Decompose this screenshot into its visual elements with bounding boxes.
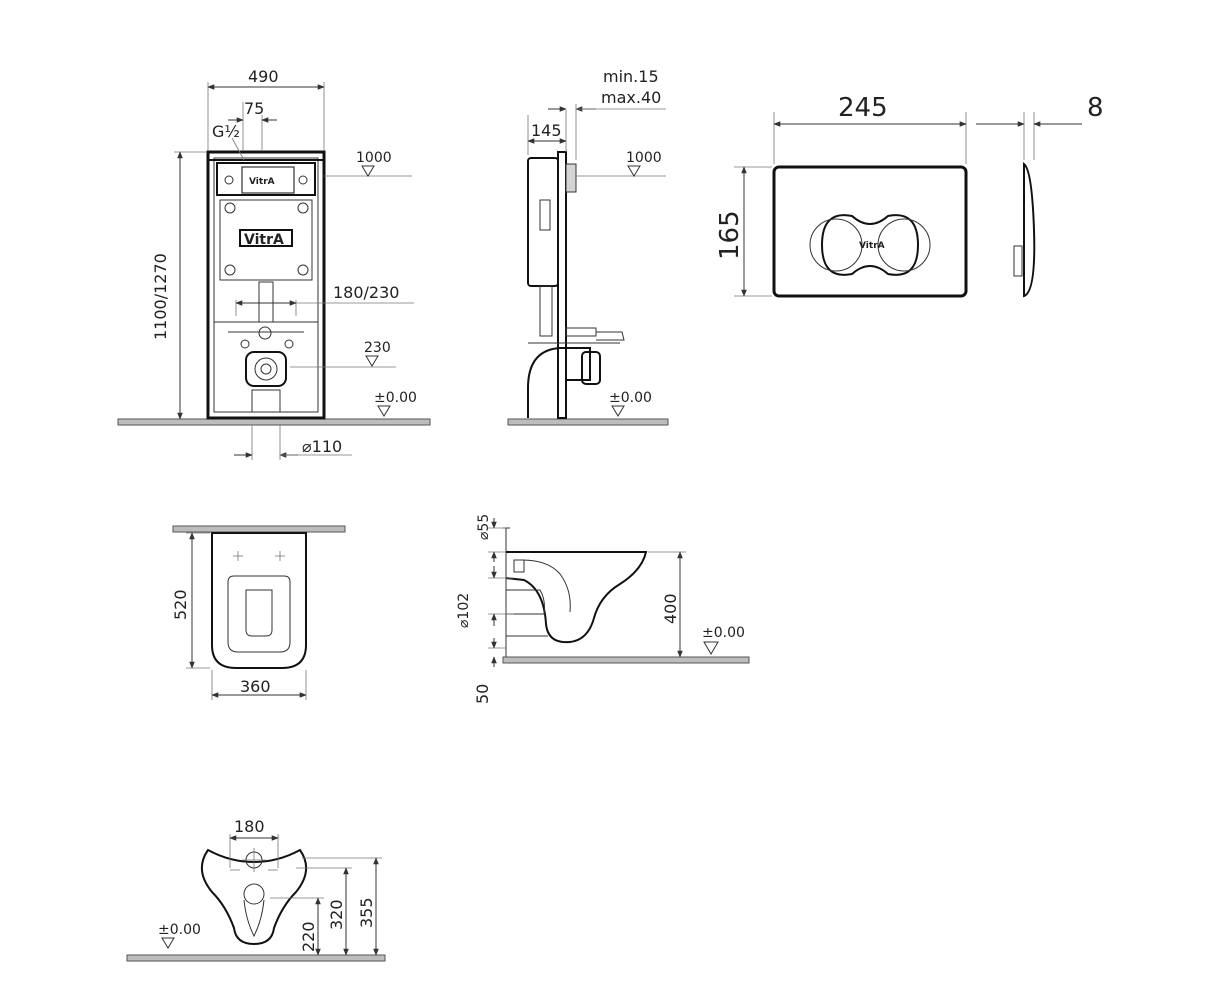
floor-line-front: [126, 954, 386, 962]
floor-line-side: [507, 418, 669, 426]
frame-outline: [206, 150, 326, 420]
floor-line: [117, 418, 431, 426]
dim-bowl-length: 520: [171, 589, 190, 620]
flush-plate-brand: VitrA: [859, 241, 885, 251]
dim-fixing-width: 180: [234, 817, 265, 836]
dim-plate-width: 245: [838, 93, 888, 123]
frame-side-view: 145 min.15 max.40 1000 ±0.00: [507, 67, 669, 426]
dim-height-320: 320: [327, 899, 346, 930]
bowl-side-view: ⌀55 ⌀102 400 50 ±0.00: [456, 514, 750, 704]
level-front: ±0.00: [374, 390, 417, 406]
dim-inlet-height-side: 1000: [626, 150, 662, 166]
bowl-side-outline: [505, 551, 648, 644]
frame-front-view: VitrA VitrA 490 75 G½: [117, 67, 431, 460]
wall-line-top: [172, 525, 346, 533]
label-thread: G½: [212, 122, 240, 141]
frame-brand-small: VitrA: [249, 177, 275, 187]
dim-floor-offset: 50: [473, 684, 492, 704]
bowl-top-outline: [211, 532, 307, 669]
level-side: ±0.00: [609, 390, 652, 406]
dim-plate-thickness: 8: [1087, 93, 1104, 123]
bowl-top-view: 520 360: [171, 525, 346, 700]
dim-outlet-height: 230: [364, 340, 391, 356]
label-max-gap: max.40: [601, 88, 661, 107]
dim-frame-depth: 145: [531, 121, 562, 140]
dim-pipe-diameter: ⌀110: [302, 437, 342, 456]
dim-inlet-diameter: ⌀55: [476, 514, 492, 540]
dim-inlet-height-front: 1000: [356, 150, 392, 166]
dim-height-220: 220: [299, 921, 318, 952]
level-bowl-side: ±0.00: [702, 625, 745, 641]
dim-inlet-offset: 75: [244, 99, 264, 118]
dim-bowl-height: 400: [661, 593, 680, 624]
dim-frame-height: 1100/1270: [151, 253, 170, 340]
floor-line-bowl: [502, 656, 750, 664]
dim-bolt-spacing: 180/230: [333, 283, 399, 302]
dim-bowl-width: 360: [240, 677, 271, 696]
dim-plate-height: 165: [715, 210, 745, 260]
flush-plate-view: VitrA 245 8 165: [715, 93, 1104, 298]
bowl-front-view: 180 220 320 355 ±0.00: [126, 817, 386, 962]
frame-brand-large: VitrA: [244, 232, 284, 248]
bowl-front-outline: [201, 848, 307, 946]
label-min-gap: min.15: [603, 67, 659, 86]
level-bowl-front: ±0.00: [158, 922, 201, 938]
flush-plate-outline: [772, 165, 968, 298]
dim-outlet-diameter: ⌀102: [456, 593, 472, 628]
dim-frame-width: 490: [248, 67, 279, 86]
dim-height-355: 355: [357, 897, 376, 928]
